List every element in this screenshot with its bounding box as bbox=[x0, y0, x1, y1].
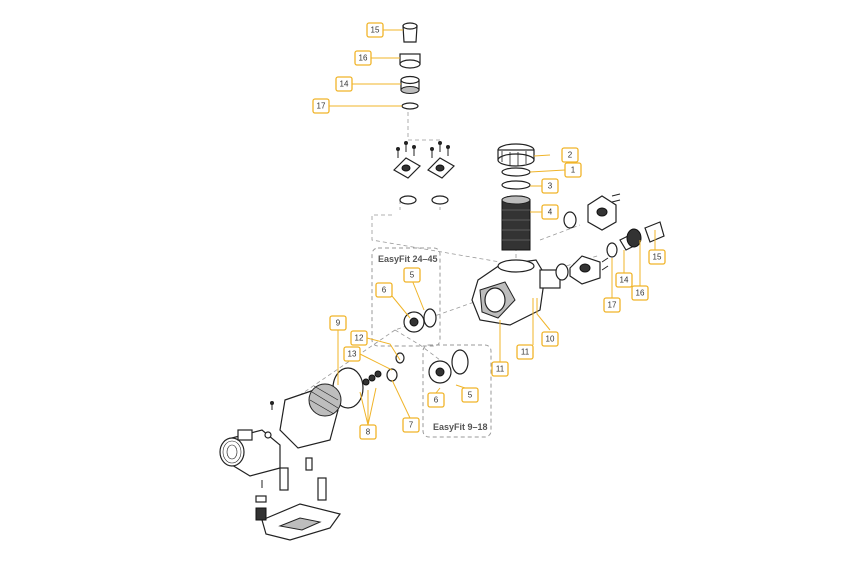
callouts: 15 16 14 17 2 1 3 4 15 16 14 17 11 10 11… bbox=[312, 22, 666, 440]
callout-15-top-label: 15 bbox=[371, 26, 380, 35]
callout-12-label: 12 bbox=[355, 334, 364, 343]
callout-1-label: 1 bbox=[571, 166, 576, 175]
pump-housing bbox=[471, 259, 561, 326]
callout-17-top: 17 bbox=[312, 98, 330, 114]
easyfit-large-group: EasyFit 24–45 bbox=[371, 247, 441, 347]
assembly-guide-lines bbox=[299, 112, 601, 396]
callout-14-right-label: 14 bbox=[620, 276, 629, 285]
callout-7-label: 7 bbox=[409, 421, 414, 430]
callout-11-a-label: 11 bbox=[521, 348, 530, 357]
callout-16-right-label: 16 bbox=[636, 289, 645, 298]
easyfit-small-group: EasyFit 9–18 bbox=[422, 344, 492, 438]
callout-6-lower-label: 6 bbox=[434, 396, 439, 405]
right-union-parts bbox=[555, 193, 665, 285]
callout-4: 4 bbox=[541, 204, 559, 220]
callout-17-right: 17 bbox=[603, 297, 621, 313]
callout-11-a: 11 bbox=[516, 344, 534, 360]
callout-5-lower: 5 bbox=[461, 387, 479, 403]
callout-5-upper-label: 5 bbox=[410, 271, 415, 280]
callout-9-label: 9 bbox=[336, 319, 341, 328]
callout-13-label: 13 bbox=[348, 350, 357, 359]
callout-6-upper-label: 6 bbox=[382, 286, 387, 295]
callout-14-top: 14 bbox=[335, 76, 353, 92]
leader-lines bbox=[329, 29, 656, 426]
callout-17-right-label: 17 bbox=[608, 301, 617, 310]
top-flange-parts bbox=[393, 141, 455, 205]
callout-13: 13 bbox=[343, 346, 361, 362]
callout-5-lower-label: 5 bbox=[468, 391, 473, 400]
callout-12: 12 bbox=[350, 330, 368, 346]
easyfit-large-label: EasyFit 24–45 bbox=[378, 254, 438, 264]
top-union-parts bbox=[399, 22, 421, 110]
pump-base bbox=[255, 457, 342, 541]
callout-9: 9 bbox=[329, 315, 347, 331]
impeller-assembly bbox=[332, 308, 469, 409]
callout-11-b: 11 bbox=[491, 361, 509, 377]
easyfit-small-label: EasyFit 9–18 bbox=[433, 422, 488, 432]
callout-8-label: 8 bbox=[366, 428, 371, 437]
callout-5-upper: 5 bbox=[403, 267, 421, 283]
callout-16-top-label: 16 bbox=[359, 54, 368, 63]
callout-14-right: 14 bbox=[615, 272, 633, 288]
callout-8: 8 bbox=[359, 424, 377, 440]
callout-3-label: 3 bbox=[548, 182, 553, 191]
callout-2: 2 bbox=[561, 147, 579, 163]
callout-2-label: 2 bbox=[568, 151, 573, 160]
callout-6-lower: 6 bbox=[427, 392, 445, 408]
callout-7: 7 bbox=[402, 417, 420, 433]
callout-17-top-label: 17 bbox=[317, 102, 326, 111]
callout-16-right: 16 bbox=[631, 285, 649, 301]
callout-4-label: 4 bbox=[548, 208, 553, 217]
callout-14-top-label: 14 bbox=[340, 80, 349, 89]
motor bbox=[219, 383, 342, 477]
callout-10-label: 10 bbox=[546, 335, 555, 344]
callout-3: 3 bbox=[541, 178, 559, 194]
callout-6-upper: 6 bbox=[375, 282, 393, 298]
callout-10: 10 bbox=[541, 331, 559, 347]
callout-11-b-label: 11 bbox=[496, 365, 505, 374]
lid-and-basket bbox=[497, 143, 535, 251]
callout-15-top: 15 bbox=[366, 22, 384, 38]
callout-16-top: 16 bbox=[354, 50, 372, 66]
callout-15-right-label: 15 bbox=[653, 253, 662, 262]
callout-15-right: 15 bbox=[648, 249, 666, 265]
callout-1: 1 bbox=[564, 162, 582, 178]
